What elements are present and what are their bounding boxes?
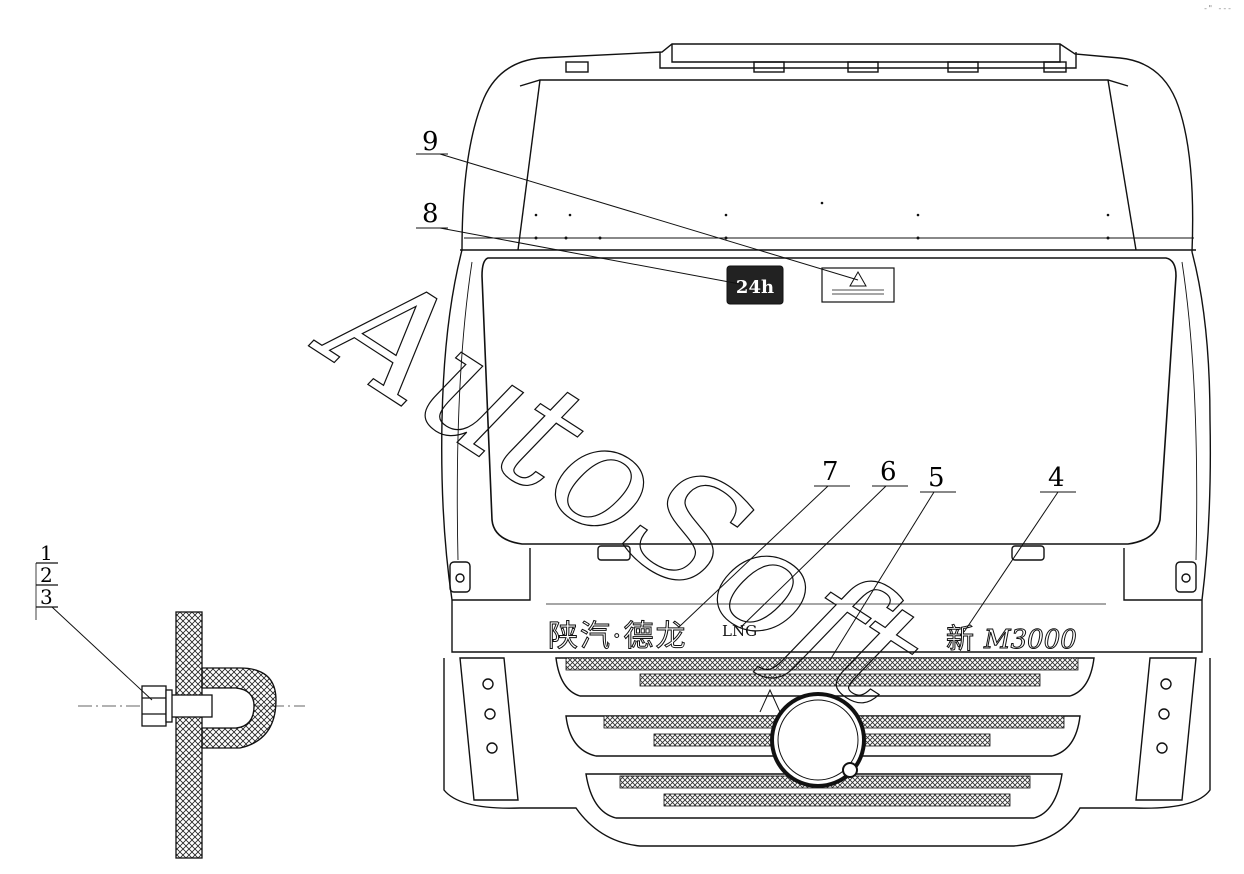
svg-text:24h: 24h xyxy=(736,277,774,298)
callout-3: 3 xyxy=(40,585,53,609)
callout-2: 2 xyxy=(40,563,53,587)
brand-lettering: 陕汽·德龙 xyxy=(548,619,688,654)
model-name: M3000 xyxy=(983,625,1077,655)
callout-8: 8 xyxy=(422,199,439,229)
lng-label: LNG xyxy=(722,622,757,640)
callout-9: 9 xyxy=(422,127,439,157)
callout-leaders xyxy=(416,153,1076,661)
callout-5: 5 xyxy=(928,463,945,493)
callout-6: 6 xyxy=(880,457,897,487)
callout-7: 7 xyxy=(822,457,839,487)
grille-mesh xyxy=(565,657,1079,807)
model-prefix: 新 xyxy=(946,622,974,655)
callout-4: 4 xyxy=(1048,463,1065,493)
corner-mark: -" --- xyxy=(1203,4,1232,13)
callout-1: 1 xyxy=(40,541,53,565)
fastener-detail xyxy=(35,562,305,859)
badge-24h: 24h xyxy=(726,265,784,305)
roof-rivets xyxy=(534,201,1110,240)
warning-sticker xyxy=(821,267,895,303)
center-emblem xyxy=(759,688,866,788)
truck-cab xyxy=(441,43,1212,847)
